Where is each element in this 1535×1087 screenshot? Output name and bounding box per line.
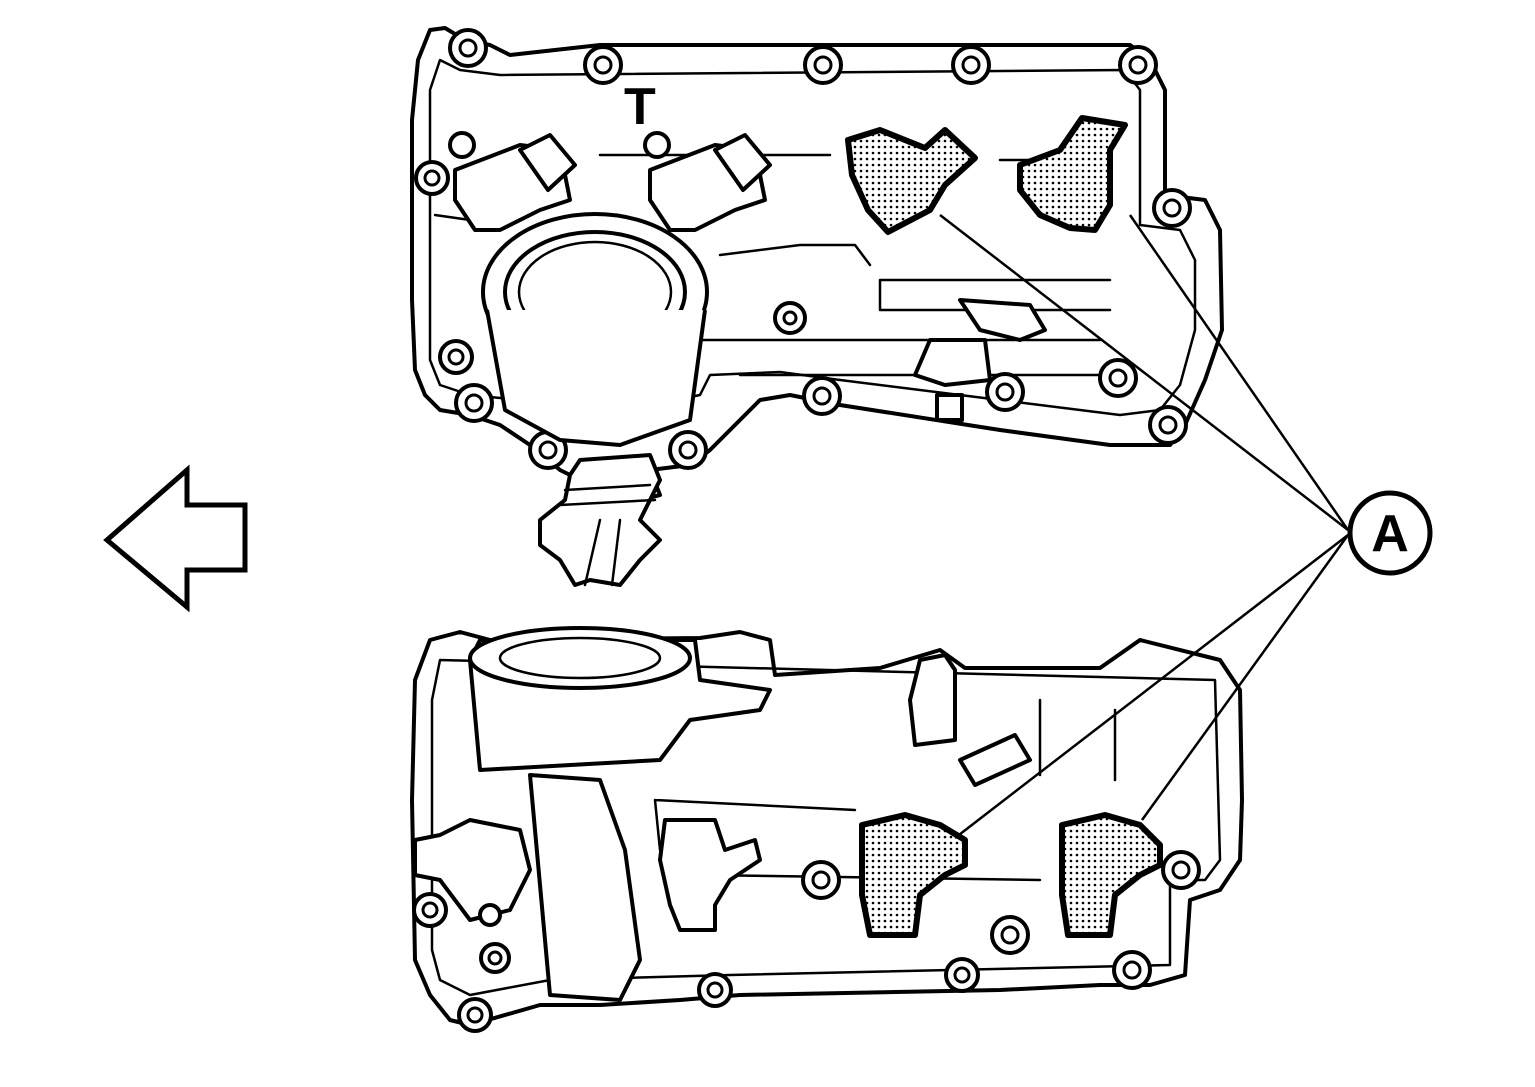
lower-rocker-cover — [410, 626, 1244, 1033]
front-marker: T — [624, 78, 656, 136]
callout-leader-lines — [939, 214, 1350, 839]
front-marker-label: T — [624, 78, 656, 136]
ignition-coil-lower-1 — [859, 812, 968, 938]
ignition-coil-upper-1 — [845, 127, 978, 235]
upper-rocker-cover — [410, 26, 1224, 587]
callout-a-label: A — [1371, 505, 1409, 563]
arrow-left-icon — [103, 464, 248, 613]
callout-a: A — [1347, 490, 1433, 576]
ignition-coil-upper-2 — [1017, 115, 1128, 233]
ignition-coil-lower-2 — [1059, 812, 1163, 938]
